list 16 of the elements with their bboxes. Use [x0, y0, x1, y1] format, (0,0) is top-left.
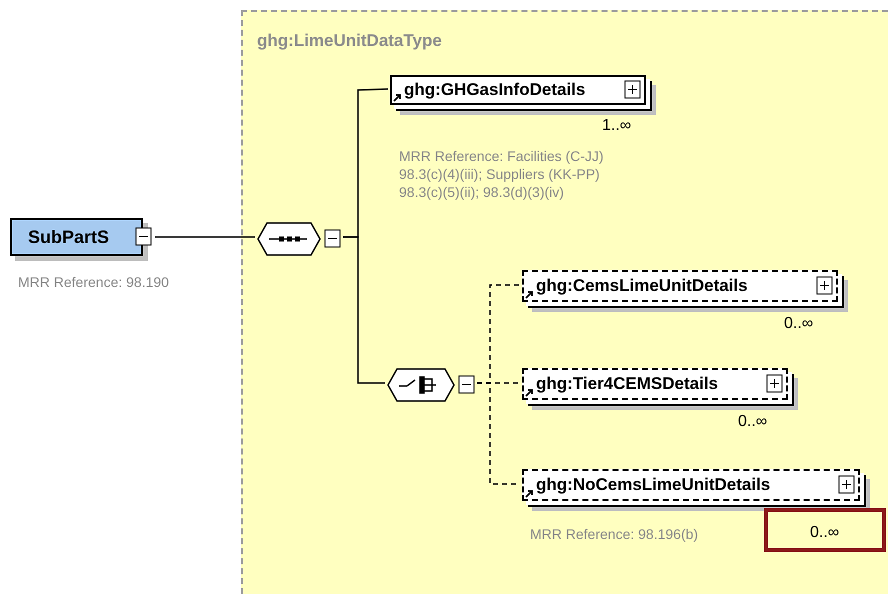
type-container	[241, 10, 888, 594]
element-name: ghg:NoCemsLimeUnitDetails	[536, 474, 770, 496]
cardinality-label: 1..∞	[602, 116, 632, 136]
connector-line	[343, 236, 385, 384]
cardinality-label: 0..∞	[810, 523, 840, 543]
reference-note: MRR Reference: Facilities (C-JJ) 98.3(c)(4)(iii); Suppliers (KK-PP) 98.3(c)(5)(ii); 98.3(d)(3)(iv)	[399, 147, 605, 201]
reference-note: MRR Reference: 98.190	[18, 273, 170, 292]
element-name: ghg:Tier4CEMSDetails	[536, 373, 718, 396]
type-name: ghg:LimeUnitDataType	[257, 30, 442, 52]
element-name: SubPartS	[28, 226, 110, 248]
cardinality-label: 0..∞	[738, 412, 768, 432]
connector-line	[155, 236, 255, 238]
cardinality-label: 0..∞	[784, 314, 814, 334]
element-name: ghg:GHGasInfoDetails	[404, 79, 586, 102]
element-name: ghg:CemsLimeUnitDetails	[536, 275, 748, 298]
reference-note: MRR Reference: 98.196(b)	[530, 525, 700, 544]
